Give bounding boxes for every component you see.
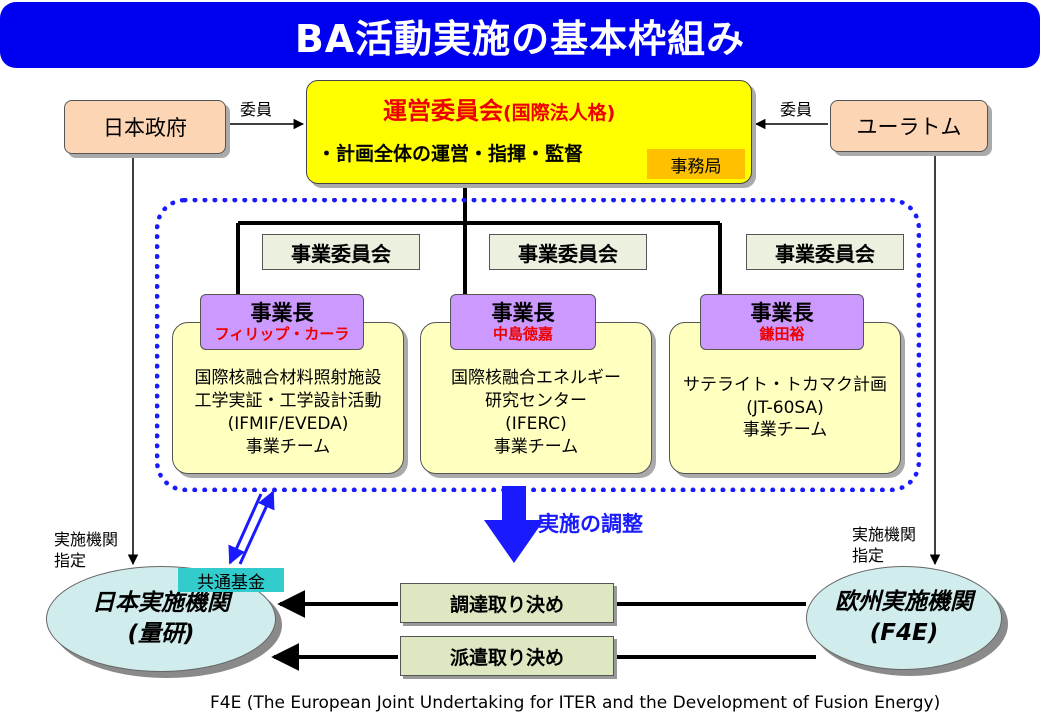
council-title: 運営委員会(国際法人格) <box>383 91 615 126</box>
council-title-text: 運営委員会 <box>383 97 503 125</box>
leader-title: 事業長 <box>250 300 314 325</box>
agency-abbr: (F4E) <box>869 620 939 646</box>
designation-line: 実施機関 <box>852 525 917 544</box>
council-description: ・計画全体の運営・指揮・監督 <box>317 143 584 165</box>
secretariat-label: 事務局 <box>647 149 745 179</box>
project-line: サテライト・トカマク計画 <box>683 374 887 395</box>
project-line: 国際核融合材料照射施設 <box>194 368 382 389</box>
designation-label-left: 実施機関 指定 <box>54 530 118 572</box>
leader-title: 事業長 <box>750 300 814 325</box>
procurement-arrangement-box: 調達取り決め <box>400 583 614 623</box>
project-group-boundary <box>155 198 921 492</box>
project-line: (IFERC) <box>505 414 567 434</box>
leader-name: 鎌田裕 <box>759 325 805 344</box>
page-title: BA活動実施の基本枠組み <box>0 2 1040 68</box>
agency-name: 欧州実施機関 <box>835 588 973 615</box>
project-committee-2: 事業委員会 <box>489 234 647 270</box>
coordination-arrow <box>484 486 544 563</box>
euratom-box: ユーラトム <box>830 100 988 152</box>
common-fund-label: 共通基金 <box>178 568 284 593</box>
designation-label-right: 実施機関 指定 <box>852 525 916 567</box>
project-line: 事業チーム <box>742 420 828 441</box>
secondment-arrangement-box: 派遣取り決め <box>400 636 614 676</box>
project-line: (JT-60SA) <box>746 397 824 418</box>
coordination-label: 実施の調整 <box>538 512 643 536</box>
project-line: 事業チーム <box>493 436 579 457</box>
fund-arrow-down <box>228 493 263 565</box>
project-leader-2: 事業長 中島徳嘉 <box>450 294 596 350</box>
leader-name: フィリップ・カーラ <box>214 325 350 344</box>
project-line: 工学実証・工学設計活動 <box>194 391 382 412</box>
project-line: 国際核融合エネルギー <box>451 368 621 389</box>
council-title-note: (国際法人格) <box>503 102 616 124</box>
japan-government-box: 日本政府 <box>64 100 226 154</box>
designation-line: 実施機関 <box>54 530 119 549</box>
agency-abbr: (量研) <box>127 621 195 647</box>
project-committee-1: 事業委員会 <box>262 234 420 270</box>
eu-implementing-agency: 欧州実施機関 (F4E) <box>806 566 1002 670</box>
project-line: 研究センター <box>485 391 587 412</box>
project-leader-1: 事業長 フィリップ・カーラ <box>200 294 364 350</box>
agency-name: 日本実施機関 <box>92 589 230 616</box>
leader-name: 中島徳嘉 <box>492 325 553 344</box>
member-label-right: 委員 <box>780 100 813 119</box>
steering-committee-box: 運営委員会(国際法人格) ・計画全体の運営・指揮・監督 事務局 <box>306 80 752 184</box>
member-label-left: 委員 <box>240 100 273 119</box>
leader-title: 事業長 <box>491 300 555 325</box>
footnote: F4E (The European Joint Undertaking for … <box>210 693 941 713</box>
fund-arrow-up <box>238 490 275 565</box>
designation-line: 指定 <box>852 545 885 565</box>
designation-line: 指定 <box>54 550 87 570</box>
project-line: (IFMIF/EVEDA) <box>227 414 349 434</box>
project-leader-3: 事業長 鎌田裕 <box>700 294 864 350</box>
council-tree <box>236 185 722 295</box>
project-line: 事業チーム <box>245 436 331 457</box>
project-committee-3: 事業委員会 <box>746 234 904 270</box>
